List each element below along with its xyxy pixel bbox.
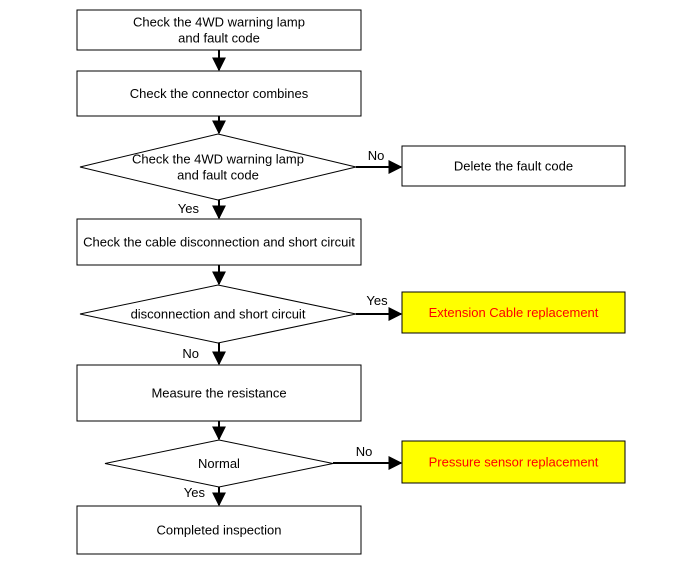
node-decision-normal: Normal (104, 439, 334, 488)
node-check-cable: Check the cable disconnection and short … (76, 218, 362, 266)
node-label: Check the 4WD warning lamp (133, 15, 305, 30)
edge-label: Yes (366, 293, 388, 308)
node-label: Check the cable disconnection and short … (83, 235, 355, 250)
node-label: disconnection and short circuit (131, 307, 306, 322)
process-box (76, 218, 362, 266)
node-label: Normal (198, 456, 240, 471)
edge-label: Yes (178, 201, 200, 216)
node-delete-fault: Delete the fault code (401, 145, 626, 187)
edge-label: No (182, 346, 199, 361)
decision-diamond (79, 133, 357, 201)
edge-decision-lamp-to-check-cable: Yes (178, 200, 226, 220)
node-extension-cable: Extension Cable replacement (401, 291, 626, 334)
node-label: and fault code (178, 31, 260, 46)
process-box (401, 145, 626, 187)
edge-decision-disconnection-to-measure-resistance: No (182, 343, 226, 366)
process-box (76, 9, 362, 51)
node-label: Pressure sensor replacement (429, 455, 599, 470)
node-label: Check the connector combines (130, 86, 309, 101)
process-box (76, 70, 362, 117)
node-label: Extension Cable replacement (429, 305, 599, 320)
edge-decision-disconnection-to-extension-cable: Yes (356, 293, 403, 321)
node-label: Completed inspection (156, 523, 281, 538)
node-label: and fault code (177, 168, 259, 183)
node-check-connector: Check the connector combines (76, 70, 362, 117)
node-label: Check the 4WD warning lamp (132, 152, 304, 167)
edge-decision-lamp-to-delete-fault: No (356, 148, 403, 174)
node-label: Delete the fault code (454, 159, 573, 174)
decision-diamond (104, 439, 334, 488)
node-completed: Completed inspection (76, 505, 362, 555)
node-measure-resistance: Measure the resistance (76, 364, 362, 422)
edge-label: No (368, 148, 385, 163)
edge-label: Yes (184, 485, 206, 500)
edge-decision-normal-to-completed: Yes (184, 485, 226, 507)
node-decision-disconnection: disconnection and short circuit (79, 284, 357, 344)
edge-label: No (356, 444, 373, 459)
decision-diamond (79, 284, 357, 344)
node-label: Measure the resistance (151, 386, 286, 401)
process-box (76, 505, 362, 555)
process-box (76, 364, 362, 422)
highlighted-process-box (401, 440, 626, 484)
highlighted-process-box (401, 291, 626, 334)
edge-decision-normal-to-pressure-sensor: No (333, 444, 403, 470)
node-pressure-sensor: Pressure sensor replacement (401, 440, 626, 484)
